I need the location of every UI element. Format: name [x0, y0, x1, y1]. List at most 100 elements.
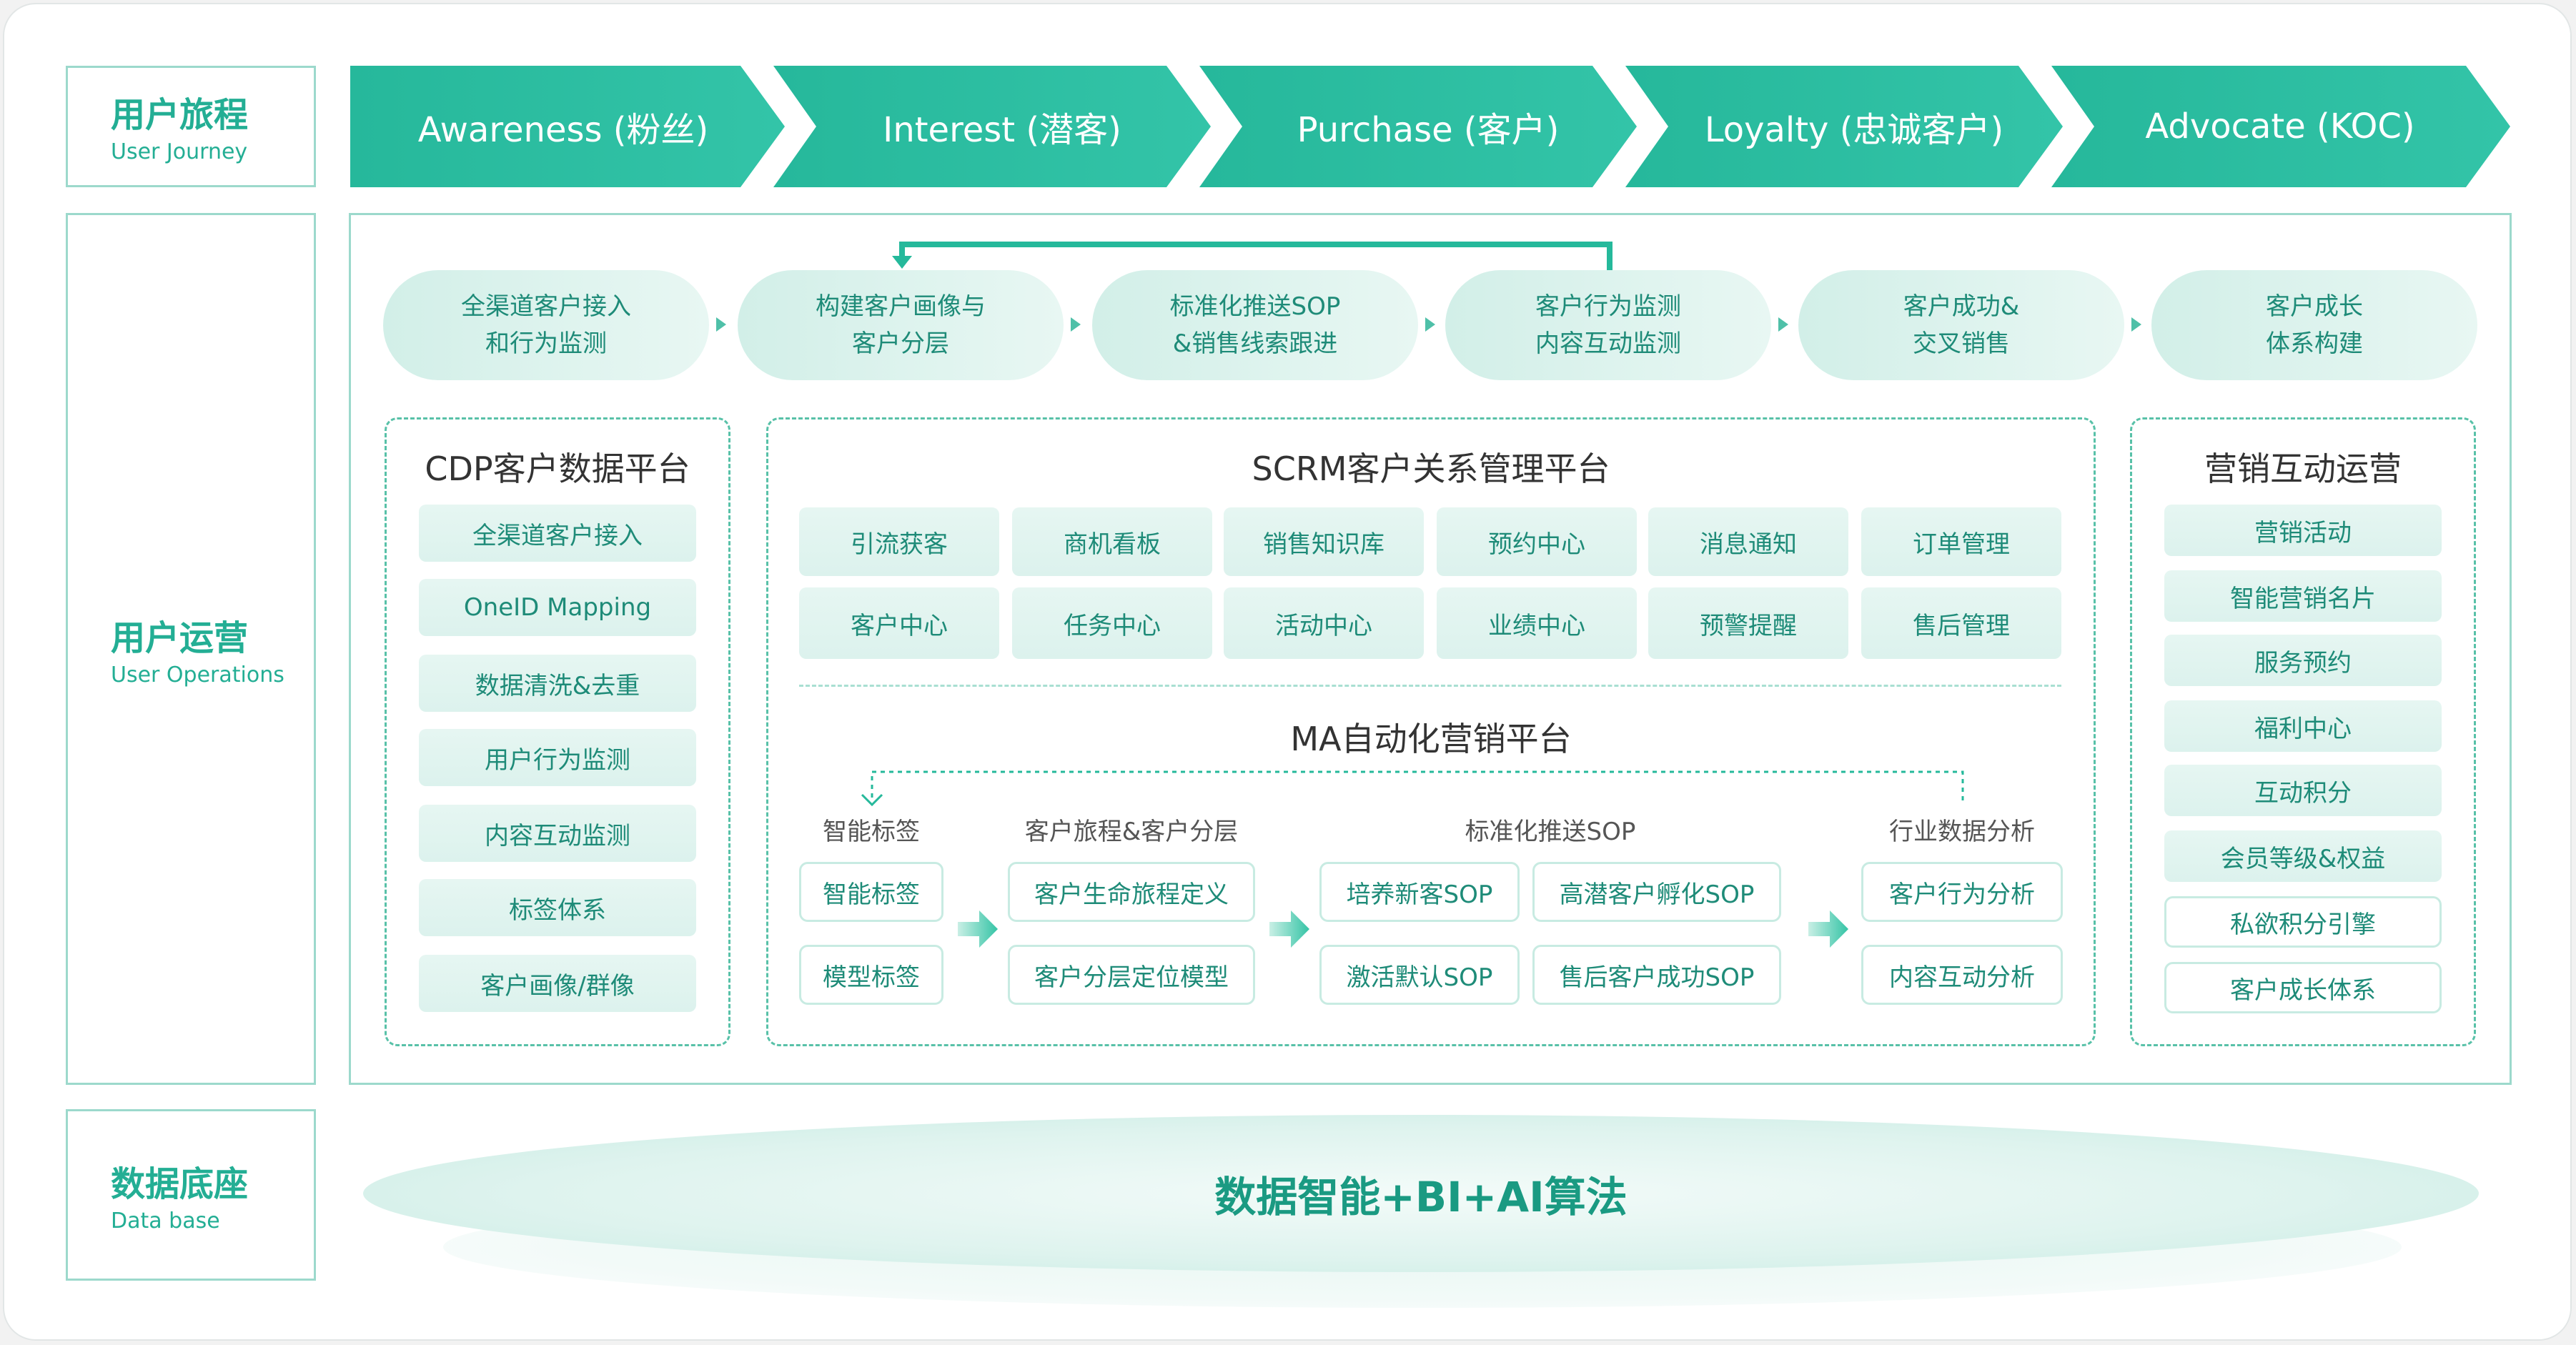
flow-step-4-line2: 内容互动监测 — [1535, 329, 1681, 358]
row-label-journey-zh: 用户旅程 — [111, 95, 249, 135]
cdp-panel — [385, 417, 730, 1046]
flow-step-3-line2: &销售线索跟进 — [1172, 329, 1338, 358]
journey-chevron-bar — [350, 66, 2510, 187]
chevron-shape-1 — [350, 66, 785, 187]
chevron-shape-4 — [1625, 66, 2063, 187]
ma-arrow-2 — [1269, 910, 1309, 948]
marketing-item-2: 智能营销名片 — [2164, 570, 2442, 622]
scrm-item-4: 预约中心 — [1437, 507, 1637, 576]
cdp-item-5: 内容互动监测 — [419, 805, 696, 862]
ma-item-behavior-analysis: 客户行为分析 — [1861, 862, 2063, 922]
ma-item-sop-new: 培养新客SOP — [1319, 862, 1520, 922]
ma-item-sop-potential: 高潜客户孵化SOP — [1532, 862, 1781, 922]
marketing-item-5: 互动积分 — [2164, 765, 2442, 816]
scrm-ma-separator — [799, 685, 2061, 687]
row-label-database-zh: 数据底座 — [111, 1164, 249, 1204]
flow-arrow-1 — [716, 317, 726, 332]
scrm-item-1: 引流获客 — [799, 507, 999, 576]
marketing-panel — [2130, 417, 2476, 1046]
ma-item-sop-aftersales: 售后客户成功SOP — [1532, 945, 1781, 1005]
row-label-operations: 用户运营 User Operations — [66, 213, 316, 1085]
cdp-item-1: 全渠道客户接入 — [419, 505, 696, 562]
flow-step-2-line1: 构建客户画像与 — [816, 292, 986, 321]
ma-item-journey-definition: 客户生命旅程定义 — [1008, 862, 1255, 922]
flow-arrow-5 — [2131, 317, 2141, 332]
ma-group-3-heading: 标准化推送SOP — [1465, 818, 1636, 846]
flow-step-6-line1: 客户成长 — [2266, 292, 2363, 321]
chevron-shape-2 — [773, 66, 1211, 187]
flow-step-5-line1: 客户成功& — [1903, 292, 2020, 321]
scrm-item-2: 商机看板 — [1012, 507, 1212, 576]
flow-step-6-line2: 体系构建 — [2266, 329, 2363, 358]
scrm-item-6: 订单管理 — [1861, 507, 2061, 576]
scrm-item-12: 售后管理 — [1861, 587, 2061, 659]
database-text: 数据智能+BI+AI算法 — [1214, 1173, 1628, 1221]
flow-step-6: 客户成长 体系构建 — [2151, 270, 2477, 380]
ma-item-smart-tag: 智能标签 — [799, 862, 943, 922]
journey-stage-interest: Interest (潜客) — [883, 110, 1121, 150]
journey-stage-purchase: Purchase (客户) — [1297, 110, 1560, 150]
flow-step-5-line2: 交叉销售 — [1913, 329, 2010, 358]
flow-step-2: 构建客户画像与 客户分层 — [738, 270, 1064, 380]
scrm-item-8: 任务中心 — [1012, 587, 1212, 659]
row-label-operations-zh: 用户运营 — [111, 618, 249, 658]
marketing-item-1: 营销活动 — [2164, 505, 2442, 556]
row-label-database: 数据底座 Data base — [66, 1109, 316, 1281]
row-label-database-en: Data base — [111, 1208, 220, 1234]
ma-feedback-connector — [861, 770, 1964, 807]
ma-item-model-tag: 模型标签 — [799, 945, 943, 1005]
cdp-item-6: 标签体系 — [419, 879, 696, 936]
scrm-item-7: 客户中心 — [799, 587, 999, 659]
ma-group-1-heading: 智能标签 — [823, 818, 920, 846]
scrm-item-11: 预警提醒 — [1648, 587, 1848, 659]
scrm-title: SCRM客户关系管理平台 — [1252, 450, 1610, 488]
flow-arrow-4 — [1778, 317, 1788, 332]
flow-step-2-line2: 客户分层 — [852, 329, 949, 358]
row-label-journey: 用户旅程 User Journey — [66, 66, 316, 187]
scrm-item-3: 销售知识库 — [1224, 507, 1424, 576]
database-ellipse — [363, 1115, 2479, 1272]
ma-group-2-heading: 客户旅程&客户分层 — [1024, 818, 1239, 846]
ma-arrow-3 — [1808, 910, 1848, 948]
flow-arrow-2 — [1071, 317, 1081, 332]
flow-step-1-line1: 全渠道客户接入 — [461, 292, 631, 321]
marketing-item-8: 客户成长体系 — [2164, 962, 2442, 1013]
journey-stage-loyalty: Loyalty (忠诚客户) — [1704, 110, 2004, 150]
flow-step-4: 客户行为监测 内容互动监测 — [1445, 270, 1771, 380]
flow-step-1-line2: 和行为监测 — [485, 329, 607, 358]
loop-back-arrow — [892, 242, 1613, 270]
cdp-item-7: 客户画像/群像 — [419, 955, 696, 1012]
scrm-ma-panel — [766, 417, 2096, 1046]
flow-arrow-3 — [1425, 317, 1435, 332]
scrm-item-10: 业绩中心 — [1437, 587, 1637, 659]
scrm-item-9: 活动中心 — [1224, 587, 1424, 659]
marketing-title: 营销互动运营 — [2204, 450, 2402, 488]
chevron-shape-5 — [2051, 66, 2510, 187]
cdp-item-4: 用户行为监测 — [419, 729, 696, 786]
ma-item-tier-model: 客户分层定位模型 — [1008, 945, 1255, 1005]
marketing-item-3: 服务预约 — [2164, 635, 2442, 686]
cdp-title: CDP客户数据平台 — [425, 450, 690, 488]
ma-item-content-analysis: 内容互动分析 — [1861, 945, 2063, 1005]
flow-step-4-line1: 客户行为监测 — [1535, 292, 1681, 321]
ma-item-sop-activate: 激活默认SOP — [1319, 945, 1520, 1005]
marketing-item-6: 会员等级&权益 — [2164, 830, 2442, 882]
operations-section — [349, 213, 2512, 1085]
flow-step-3: 标准化推送SOP &销售线索跟进 — [1092, 270, 1418, 380]
flow-step-1: 全渠道客户接入 和行为监测 — [383, 270, 709, 380]
cdp-item-2: OneID Mapping — [419, 579, 696, 636]
scrm-item-5: 消息通知 — [1648, 507, 1848, 576]
row-label-journey-en: User Journey — [111, 139, 248, 164]
marketing-item-4: 福利中心 — [2164, 700, 2442, 752]
ma-title: MA自动化营销平台 — [1290, 720, 1572, 758]
chevron-shape-3 — [1199, 66, 1637, 187]
marketing-item-7: 私欲积分引擎 — [2164, 896, 2442, 948]
journey-stage-awareness: Awareness (粉丝) — [417, 110, 709, 150]
ma-group-4-heading: 行业数据分析 — [1889, 818, 2035, 846]
cdp-item-3: 数据清洗&去重 — [419, 655, 696, 712]
ma-arrow-1 — [958, 910, 998, 948]
journey-stage-advocate: Advocate (KOC) — [2145, 106, 2415, 147]
flow-step-5: 客户成功& 交叉销售 — [1798, 270, 2124, 380]
flow-step-3-line1: 标准化推送SOP — [1169, 292, 1341, 321]
row-label-operations-en: User Operations — [111, 662, 284, 688]
